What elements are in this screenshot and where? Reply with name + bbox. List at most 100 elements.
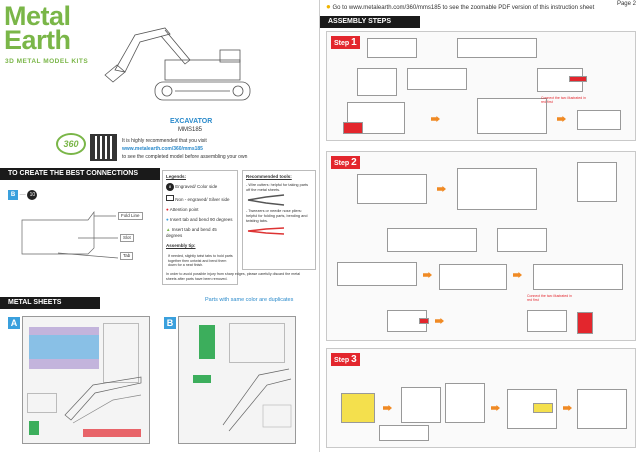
slot-label: Slot	[120, 234, 134, 242]
attention-icon: ●	[166, 207, 169, 212]
step-1-sub-d	[407, 68, 467, 90]
brand-logo: Metal Earth	[4, 3, 71, 55]
step-3-number: 3	[351, 354, 357, 365]
step-2-note: Connect the two illustrated in red first	[527, 294, 572, 302]
step-1-sub-a	[367, 38, 417, 58]
sheet-b-arm-parts	[222, 368, 292, 432]
step-2-number: 2	[351, 157, 357, 168]
sheet-a-boom-part	[64, 376, 142, 424]
metal-sheet-a	[22, 316, 150, 444]
step-1-sub-c	[357, 68, 397, 96]
tool-tweezers: - Tweezers or needle nose pliers: helpfu…	[246, 209, 308, 223]
legend-engraved: Engraved/ Color side	[175, 184, 218, 189]
metal-sheets-title: METAL SHEETS	[0, 297, 100, 309]
sheet-letter-badge: B	[8, 190, 18, 200]
lightbulb-icon: ●	[326, 2, 331, 11]
sheets-note: Parts with same color are duplicates	[205, 297, 294, 303]
sheet-b-green-small	[193, 375, 211, 383]
fold-line-label: Fold Line	[118, 212, 143, 220]
assembly-steps-title: ASSEMBLY STEPS	[320, 16, 420, 28]
step-2-label: Step 2	[331, 156, 360, 169]
instruction-page-2: ● Go to www.metalearth.com/360/mms185 to…	[320, 0, 640, 452]
sheet-a-blue-part	[29, 335, 99, 359]
step-2-arrow-1	[437, 186, 446, 192]
sheet-b-green-part	[199, 325, 215, 359]
sheet-a-label: A	[8, 317, 20, 329]
step-2-boom	[577, 162, 617, 202]
step-3-yellow-detail	[533, 403, 553, 413]
step-1-arrow-1	[431, 116, 440, 122]
sheet-a-green-part	[29, 421, 39, 435]
step-1-assembly	[477, 98, 547, 134]
sheet-b-label: B	[164, 317, 176, 329]
logo-subtitle: 3D METAL MODEL KITS	[5, 58, 89, 65]
step-1-note: Connect the two illustrated in red first	[541, 96, 586, 104]
step-3-housing	[445, 383, 485, 423]
assembly-tip: If needed, slightly twist tabs to hold p…	[168, 254, 233, 267]
rec-link[interactable]: www.metalearth.com/360/mms185	[122, 146, 203, 152]
step-1-label: Step 1	[331, 36, 360, 49]
recommendation-text: It is highly recommended that you visit …	[122, 137, 247, 161]
legends-title: Legends:	[166, 174, 187, 179]
tool-wire-cutters: - Wire cutters: helpful for taking parts…	[246, 183, 309, 192]
pliers-icon	[246, 224, 312, 240]
silver-side-icon	[166, 195, 174, 201]
step-3-panel: Step 3	[326, 348, 636, 448]
rec-line-1: It is highly recommended that you visit	[122, 138, 207, 144]
bend-90-icon: ●	[166, 217, 169, 222]
step-1-panel: Step 1 Connect the two illustrated in re…	[326, 31, 636, 141]
part-number-badge: 10	[27, 190, 38, 200]
step-1-red-part	[569, 76, 587, 82]
excavator-illustration	[104, 27, 251, 101]
step-2-red-detail	[419, 318, 429, 324]
tools-box: Recommended tools: - Wire cutters: helpf…	[242, 170, 316, 270]
step-3-arrow-3	[563, 405, 572, 411]
step-2-panel-a	[357, 174, 427, 204]
step-2-detail-b	[527, 310, 567, 332]
safety-tip: In order to avoid possible injury from s…	[166, 272, 301, 281]
instruction-page-1: Metal Earth 3D METAL MODEL KITS EXCAVATO…	[0, 0, 320, 452]
step-2-word: Step	[334, 160, 350, 167]
step-2-arrow-2	[423, 272, 432, 278]
logo-line-2: Earth	[4, 25, 71, 55]
step-3-arrow-1	[383, 405, 392, 411]
step-1-result	[577, 110, 621, 130]
wire-cutters-icon	[246, 193, 312, 209]
legend-bend-45: Insert tab and bend 45 degrees	[166, 227, 217, 238]
goto-text[interactable]: Go to www.metalearth.com/360/mms185 to s…	[332, 5, 595, 11]
step-3-counterweight	[379, 425, 429, 441]
model-name: EXCAVATOR	[170, 118, 213, 125]
step-2-panel-b	[457, 168, 537, 210]
sheet-a-red-track	[83, 429, 141, 437]
rec-line-2: to see the completed model before assemb…	[122, 154, 248, 160]
tab-label: Tab	[120, 252, 134, 260]
step-1-word: Step	[334, 40, 350, 47]
connections-title: TO CREATE THE BEST CONNECTIONS	[0, 168, 160, 180]
qr-code-icon	[90, 134, 117, 161]
step-2-red-piece	[577, 312, 593, 334]
step-3-result	[577, 389, 627, 429]
sheet-b-panel-part	[229, 323, 285, 363]
step-1-sub-b	[457, 38, 537, 58]
sheet-a-cab-part	[27, 393, 57, 413]
step-2-body-c	[533, 264, 623, 290]
bend-45-icon: ▲	[166, 227, 171, 232]
step-2-arrow-3	[513, 272, 522, 278]
assembly-tip-title: Assembly tip:	[166, 243, 196, 248]
step-2-side-b	[497, 228, 547, 252]
legend-silver: Non - engraved/ Silver side	[175, 197, 230, 202]
step-2-panel: Step 2 Connect the two illustrated in re…	[326, 151, 636, 341]
step-1-number: 1	[351, 37, 357, 48]
legend-bend-90: Insert tab and bend 90 degrees	[169, 217, 233, 222]
legends-box: Legends: 8 Engraved/ Color side Non - en…	[162, 170, 238, 285]
step-3-word: Step	[334, 357, 350, 364]
step-3-arrow-2	[491, 405, 500, 411]
step-3-assembly	[507, 389, 557, 429]
connection-example: B — 10	[8, 190, 38, 200]
metal-sheet-b	[178, 316, 296, 444]
step-2-arrow-4	[435, 318, 444, 324]
sheet-a-frame-part	[103, 323, 139, 383]
step-2-body-b	[439, 264, 507, 290]
model-number: MMS185	[178, 127, 203, 133]
step-2-body-a	[337, 262, 417, 286]
